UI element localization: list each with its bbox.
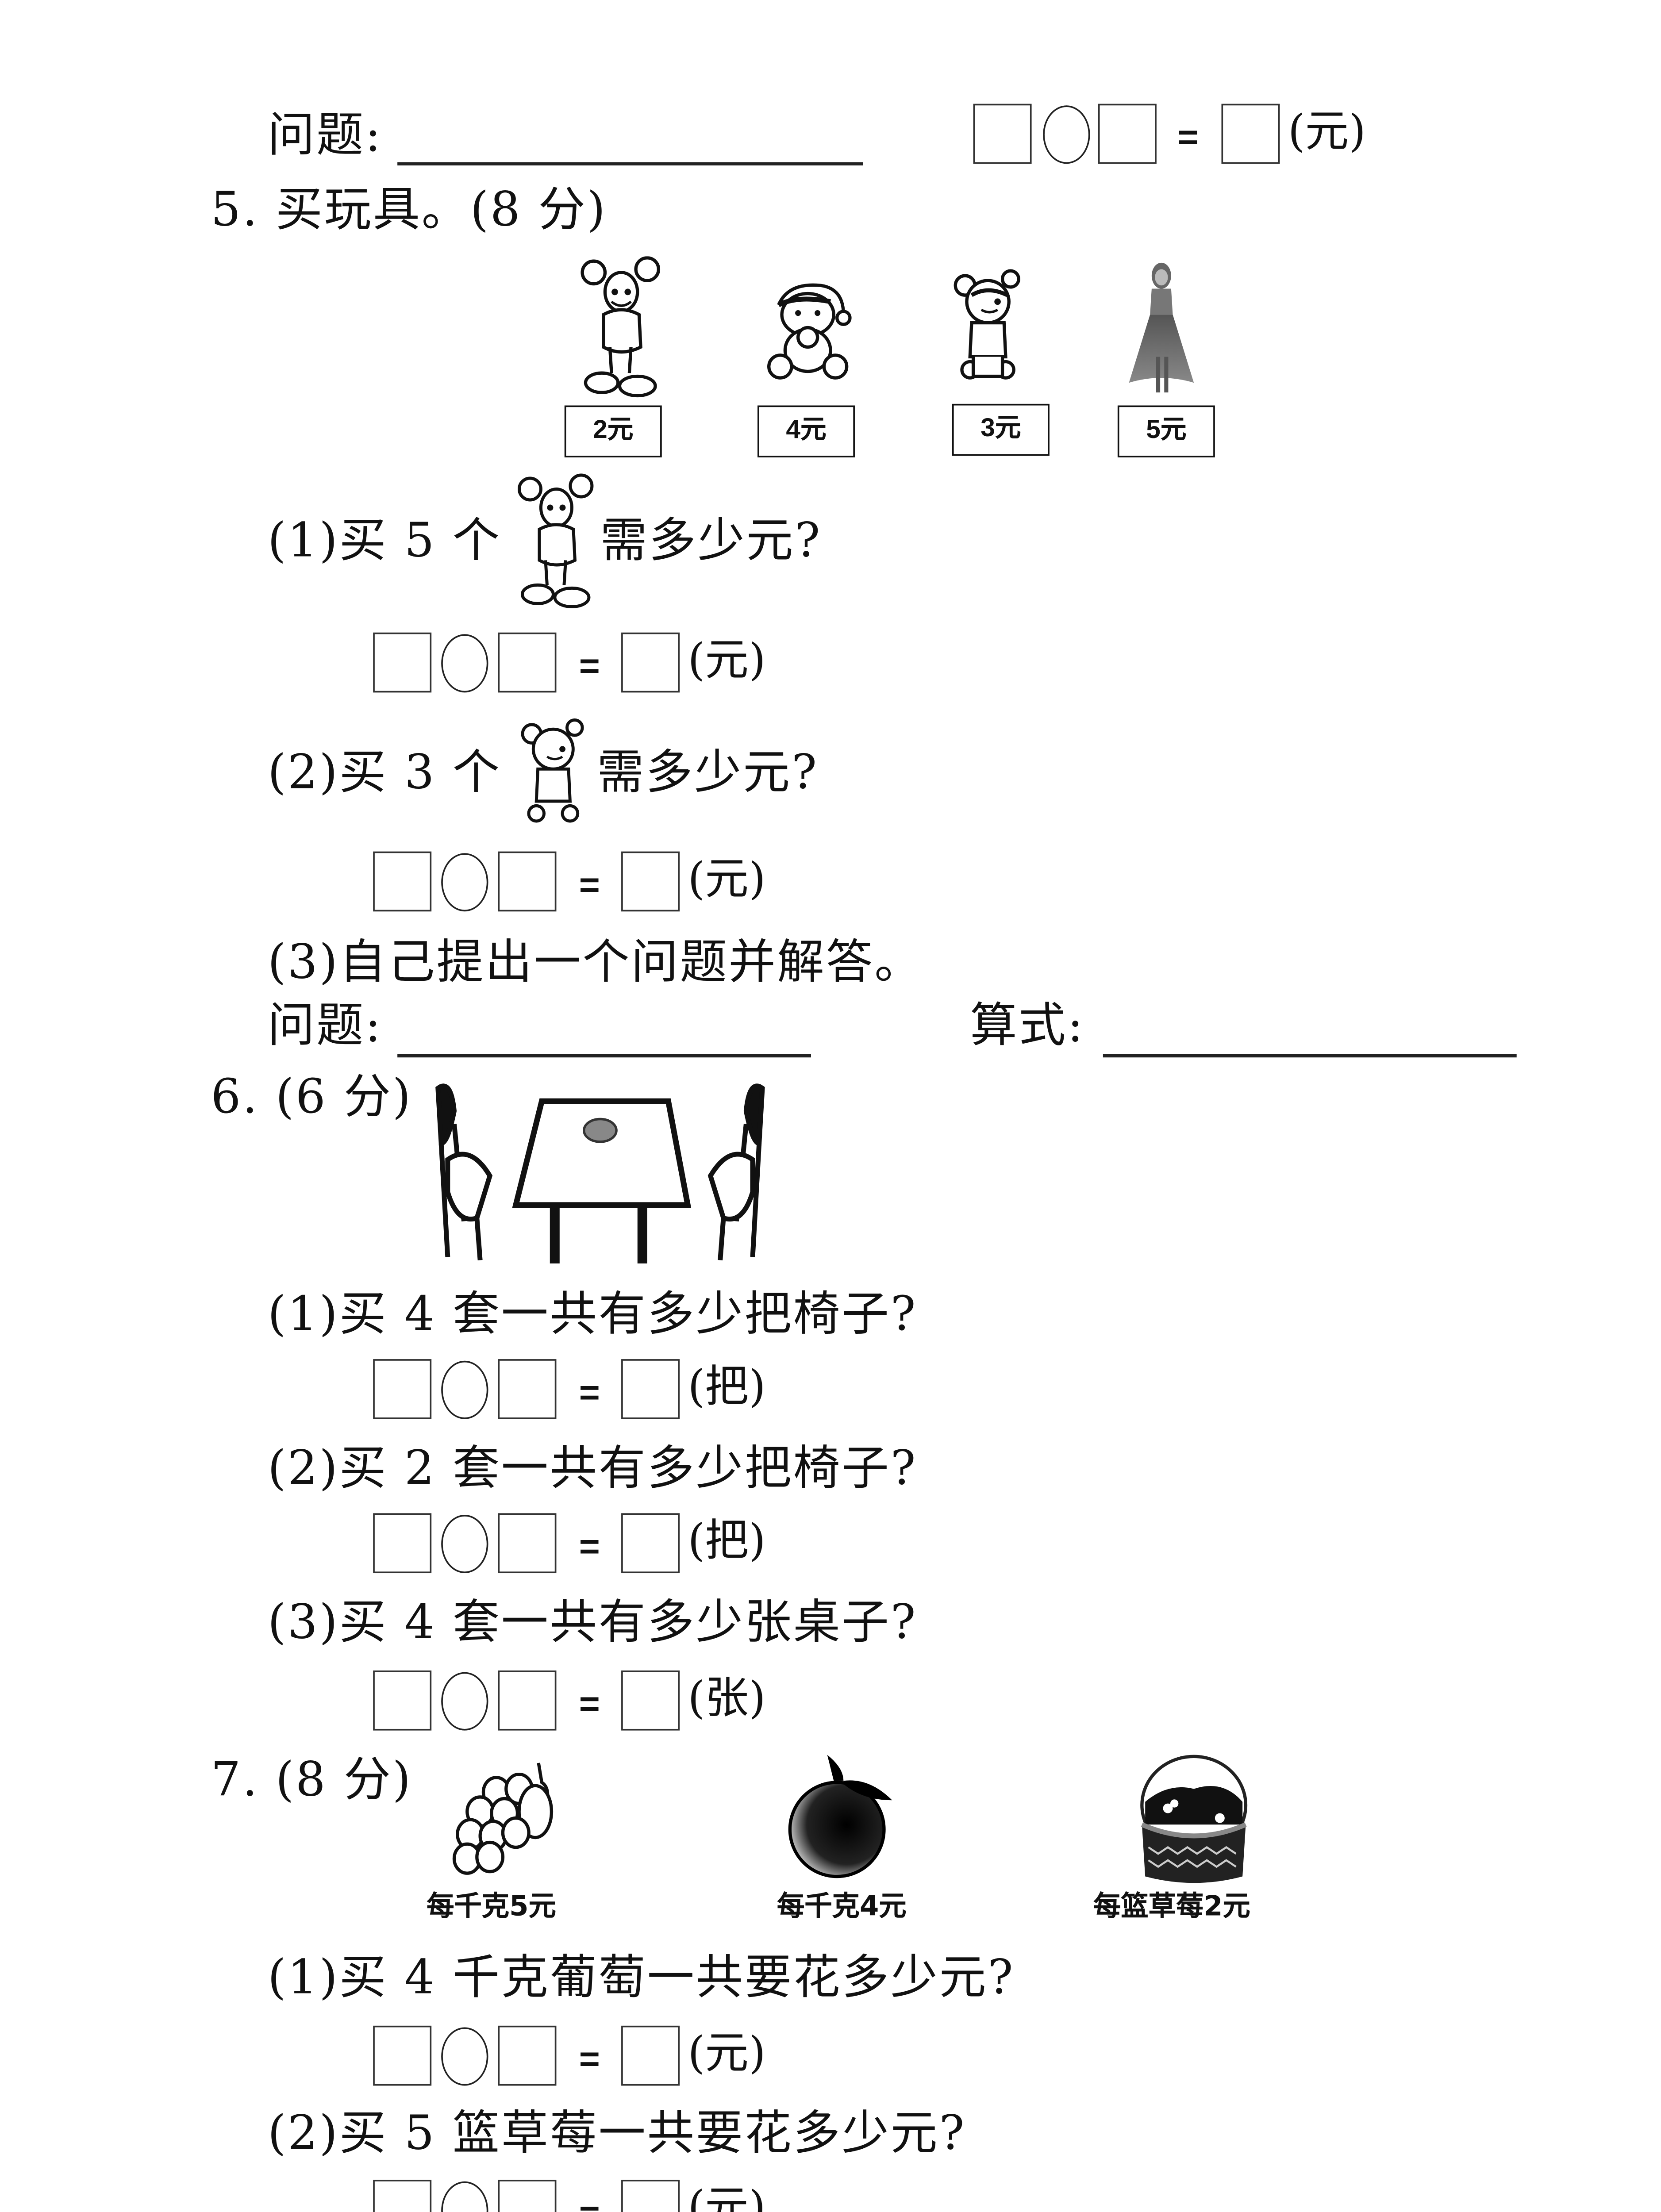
answer-box-operand-2[interactable] <box>1098 104 1157 164</box>
answer-box-result[interactable] <box>1221 104 1280 164</box>
q5-sub1-operator-circle[interactable] <box>441 634 488 693</box>
q5-sub1-operand-1-box[interactable] <box>373 632 432 693</box>
equals-sign: = <box>579 645 600 686</box>
question-label: 问题: <box>267 107 383 162</box>
strawberry-price-label: 每篮草莓2元 <box>1093 1891 1250 1924</box>
q6-sub3-text: (3)买 4 套一共有多少张桌子? <box>267 1594 918 1650</box>
q6-sub2-operand-1-box[interactable] <box>373 1513 432 1574</box>
equals-sign: = <box>579 2195 600 2212</box>
q5-sub2-operand-1-box[interactable] <box>373 851 432 912</box>
girl-doll-cartoon-icon <box>521 718 584 823</box>
q5-sub3-formula-line[interactable] <box>1103 1054 1517 1058</box>
equals-sign: = <box>579 2039 600 2079</box>
q5-sub1-result-box[interactable] <box>621 632 680 693</box>
equals-sign: = <box>579 1372 600 1413</box>
question-6-title: 6. (6 分) <box>211 1068 412 1124</box>
equals-sign: = <box>1177 116 1199 157</box>
grapes-price-label: 每千克5元 <box>427 1891 556 1924</box>
q5-sub1-prefix: (1)买 5 个 <box>267 512 501 568</box>
table-with-two-chairs-icon <box>435 1083 765 1263</box>
q6-sub1-operand-1-box[interactable] <box>373 1359 432 1419</box>
price-tag-fashion-doll: 5元 <box>1117 405 1215 457</box>
q6-sub3-operator-circle[interactable] <box>441 1672 488 1731</box>
q7-sub1-operator-circle[interactable] <box>441 2027 488 2086</box>
q6-sub2-unit: (把) <box>688 1516 766 1567</box>
q7-sub2-operand-2-box[interactable] <box>498 2180 557 2212</box>
q6-sub3-operand-2-box[interactable] <box>498 1670 557 1731</box>
q5-sub1-operand-2-box[interactable] <box>498 632 557 693</box>
q5-sub2-unit: (元) <box>688 854 766 905</box>
q7-sub1-text: (1)买 4 千克葡萄一共要花多少元? <box>267 1949 1015 2005</box>
q5-sub2-prefix: (2)买 3 个 <box>267 744 501 800</box>
q6-sub1-text: (1)买 4 套一共有多少把椅子? <box>267 1286 918 1341</box>
peach-icon <box>788 1755 892 1878</box>
equals-sign: = <box>579 1526 600 1567</box>
strawberry-basket-icon <box>1140 1755 1248 1883</box>
answer-box-operand-1[interactable] <box>973 104 1032 164</box>
q5-sub3-question-line[interactable] <box>397 1054 811 1058</box>
q5-sub2-suffix: 需多少元? <box>597 744 819 800</box>
q7-sub1-operand-2-box[interactable] <box>498 2025 557 2086</box>
q5-sub2-operand-2-box[interactable] <box>498 851 557 912</box>
q5-sub3-question-label: 问题: <box>267 997 383 1053</box>
q6-sub2-text: (2)买 2 套一共有多少把椅子? <box>267 1440 918 1496</box>
peach-price-label: 每千克4元 <box>777 1891 907 1924</box>
q7-sub2-operator-circle[interactable] <box>441 2181 488 2212</box>
q7-sub1-unit: (元) <box>688 2029 766 2079</box>
q6-sub3-unit: (张) <box>688 1674 766 1724</box>
q7-sub2-operand-1-box[interactable] <box>373 2180 432 2212</box>
q6-sub2-operator-circle[interactable] <box>441 1515 488 1574</box>
equals-sign: = <box>579 864 600 905</box>
q6-sub1-unit: (把) <box>688 1362 766 1413</box>
q6-sub1-operand-2-box[interactable] <box>498 1359 557 1419</box>
operator-circle[interactable] <box>1043 105 1090 164</box>
q7-sub1-result-box[interactable] <box>621 2025 680 2086</box>
q5-sub3-text: (3)自己提出一个问题并解答。 <box>267 934 923 990</box>
q7-sub1-operand-1-box[interactable] <box>373 2025 432 2086</box>
q7-sub2-text: (2)买 5 篮草莓一共要花多少元? <box>267 2105 966 2161</box>
price-tag-bear: 4元 <box>757 405 855 457</box>
q5-sub2-operator-circle[interactable] <box>441 853 488 912</box>
q7-sub2-unit: (元) <box>688 2183 766 2212</box>
q6-sub2-operand-2-box[interactable] <box>498 1513 557 1574</box>
price-tag-girl-doll: 3元 <box>952 403 1050 456</box>
grapes-icon <box>452 1763 554 1875</box>
mickey-mouse-icon <box>517 473 594 608</box>
question-7-title: 7. (8 分) <box>211 1751 412 1807</box>
q6-sub3-operand-1-box[interactable] <box>373 1670 432 1731</box>
question-5-title: 5. 买玩具。(8 分) <box>211 181 607 237</box>
q6-sub2-result-box[interactable] <box>621 1513 680 1574</box>
q5-sub3-formula-label: 算式: <box>970 997 1085 1053</box>
question-answer-line[interactable] <box>397 162 863 165</box>
girl-doll-cartoon-icon <box>954 269 1020 380</box>
price-tag-mickey: 2元 <box>564 405 662 457</box>
q5-sub2-result-box[interactable] <box>621 851 680 912</box>
q6-sub1-result-box[interactable] <box>621 1359 680 1419</box>
q7-sub2-result-box[interactable] <box>621 2180 680 2212</box>
q5-sub1-suffix: 需多少元? <box>600 512 822 568</box>
q6-sub1-operator-circle[interactable] <box>441 1360 488 1419</box>
teddy-bear-icon <box>767 283 852 380</box>
q5-sub1-unit: (元) <box>688 636 766 686</box>
unit-label: (元) <box>1288 107 1366 157</box>
q6-sub3-result-box[interactable] <box>621 1670 680 1731</box>
equals-sign: = <box>579 1683 600 1724</box>
mickey-mouse-icon <box>581 256 661 398</box>
fashion-doll-icon <box>1129 262 1194 393</box>
